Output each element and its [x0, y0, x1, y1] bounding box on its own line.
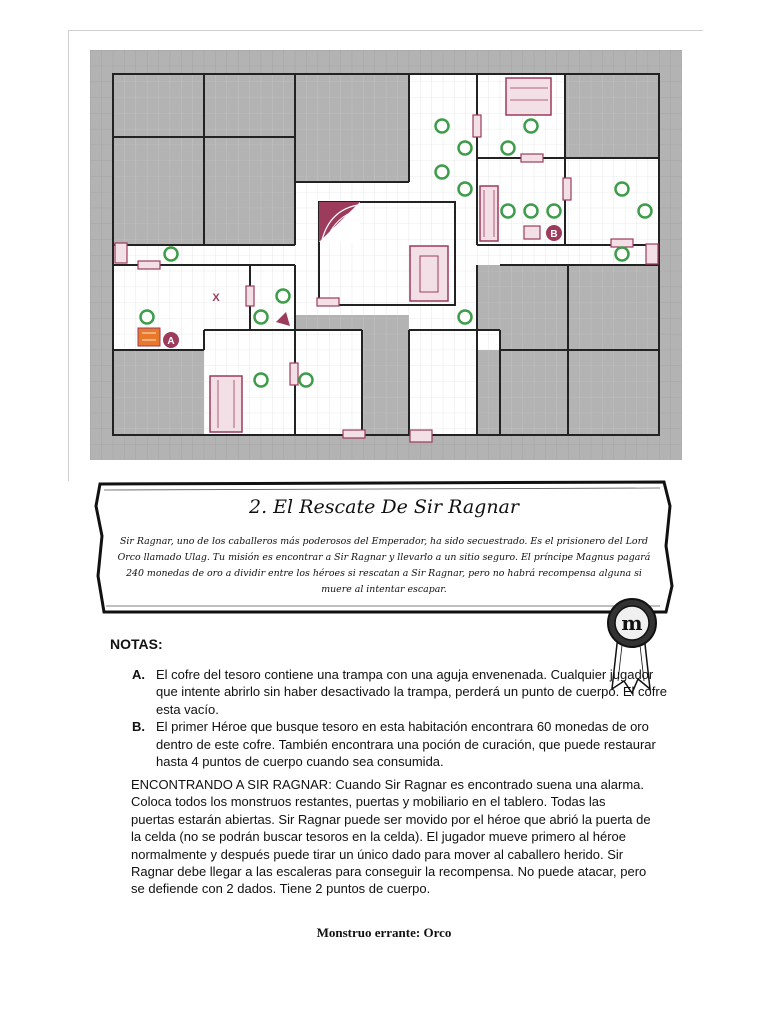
door-icon	[245, 285, 255, 307]
table-icon	[209, 375, 243, 433]
door-icon	[114, 242, 128, 264]
door-icon	[610, 238, 634, 248]
orc-icon	[546, 203, 562, 219]
goblin-icon	[139, 309, 155, 325]
orc-icon	[163, 246, 179, 262]
quest-map: A B X	[90, 50, 682, 460]
note-a-letter: A.	[132, 667, 145, 682]
marker-a-badge	[163, 332, 179, 348]
door-icon	[409, 429, 433, 443]
goblin-icon	[523, 118, 539, 134]
seal-icon: m	[607, 598, 657, 695]
door-icon	[645, 243, 659, 265]
table-icon	[505, 77, 552, 116]
orc-icon	[614, 246, 630, 262]
quest-intro: Sir Ragnar, uno de los caballeros más po…	[117, 536, 651, 595]
rack-icon	[409, 245, 449, 302]
wandering-monster: Monstruo errante: Orco	[316, 925, 452, 940]
note-b-text: El primer Héroe que busque tesoro en est…	[156, 719, 656, 770]
stairs-icon	[319, 202, 360, 242]
monster-tokens	[139, 118, 653, 388]
orc-icon	[457, 140, 473, 156]
door-icon	[342, 429, 366, 439]
goblin-icon	[637, 203, 653, 219]
orc-icon	[298, 372, 314, 388]
ragnar-rules: ENCONTRANDO A SIR RAGNAR: Cuando Sir Rag…	[131, 777, 651, 897]
door-icon	[472, 114, 482, 138]
goblin-icon	[500, 140, 516, 156]
notes-title: NOTAS:	[110, 636, 163, 652]
orc-icon	[500, 203, 516, 219]
note-b-letter: B.	[132, 719, 145, 735]
note-a-text: El cofre del tesoro contiene una trampa …	[156, 667, 667, 717]
note-a: A. El cofre del tesoro contiene una tram…	[110, 666, 670, 718]
orc-icon	[457, 181, 473, 197]
chest-icon	[523, 225, 541, 240]
door-icon	[520, 153, 544, 163]
door-icons	[114, 114, 659, 443]
marker-b-badge	[546, 225, 562, 241]
door-icon	[137, 260, 161, 270]
orc-icon	[253, 309, 269, 325]
trap-icon	[276, 312, 290, 326]
orc-icon	[434, 118, 450, 134]
orc-icon	[275, 288, 291, 304]
goblin-icon	[614, 181, 630, 197]
rack-icon	[479, 185, 499, 242]
notes-section: NOTAS: A. El cofre del tesoro contiene u…	[110, 636, 670, 770]
orc-icon	[523, 203, 539, 219]
chest-icon	[137, 327, 161, 347]
door-icon	[316, 297, 340, 307]
note-b: B. El primer Héroe que busque tesoro en …	[110, 718, 670, 770]
quest-title: 2. El Rescate De Sir Ragnar	[249, 496, 519, 518]
door-icon	[289, 362, 299, 386]
board-frame	[68, 30, 703, 481]
door-icon	[562, 177, 572, 201]
marker-b-label: B	[550, 229, 557, 240]
marker-x-label: X	[212, 292, 220, 304]
goblin-icon	[457, 309, 473, 325]
orc-icon	[434, 164, 450, 180]
marker-a-label: A	[167, 336, 174, 347]
seal-letter: m	[621, 611, 642, 635]
orc-icon	[253, 372, 269, 388]
quest-scroll: 2. El Rescate De Sir Ragnar Sir Ragnar, …	[94, 476, 674, 616]
